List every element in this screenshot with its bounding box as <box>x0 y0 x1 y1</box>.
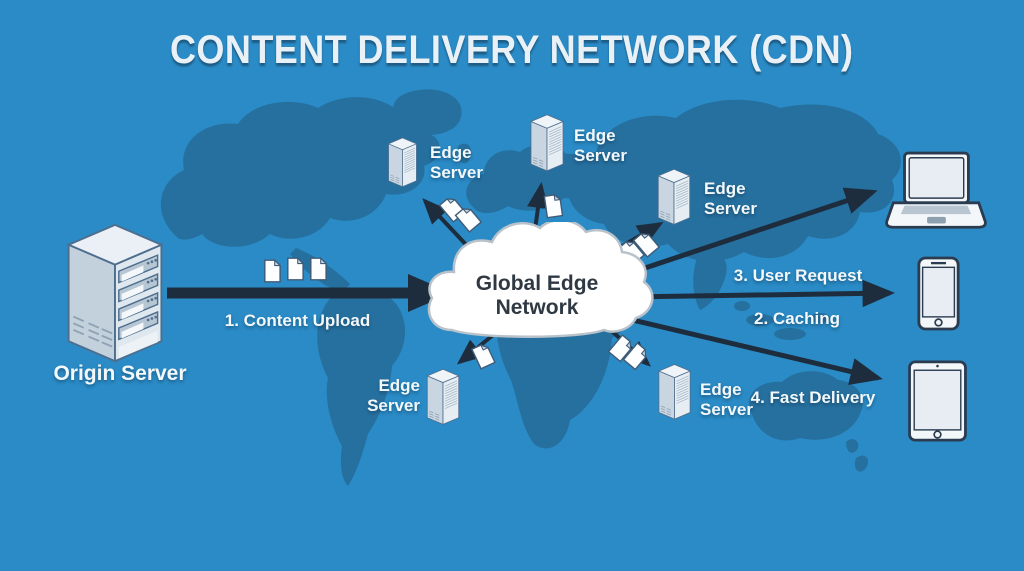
edge-server-label-top-center: Edge Server <box>574 126 627 166</box>
map-asia <box>562 99 901 262</box>
step-label-user-request: 3. User Request <box>733 266 863 285</box>
arrow-to-smartphone <box>625 279 895 308</box>
map-uk <box>457 143 472 164</box>
laptop-icon <box>885 151 987 229</box>
step-label-fast-delivery: 4. Fast Delivery <box>750 388 876 407</box>
tablet-icon <box>908 360 967 442</box>
edge-server-label-top-left: Edge Server <box>430 143 483 183</box>
map-south-america <box>317 288 406 486</box>
edge-server-label-top-right: Edge Server <box>704 179 757 219</box>
origin-server-icon <box>66 223 164 363</box>
step-label-content-upload: 1. Content Upload <box>224 311 371 330</box>
edge-server-icon-top-center <box>528 113 566 173</box>
document-icon <box>542 193 563 219</box>
edge-server-icon-bottom-right <box>656 362 693 422</box>
cloud-label: Global Edge Network <box>475 272 599 320</box>
map-island <box>734 301 750 311</box>
document-icon <box>286 257 304 281</box>
smartphone-icon <box>917 256 960 331</box>
step-label-caching: 2. Caching <box>754 309 840 328</box>
edge-server-icon-top-left <box>386 134 419 191</box>
edge-server-icon-top-right <box>655 168 693 226</box>
arrow-to-laptop <box>617 187 878 280</box>
global-edge-network-cloud <box>427 222 654 338</box>
map-island <box>810 313 830 323</box>
edge-server-label-bottom-left: Edge Server <box>367 376 420 416</box>
document-icon <box>309 257 327 281</box>
origin-server-label: Origin Server <box>53 362 187 385</box>
map-north-america <box>160 97 441 247</box>
document-icon <box>263 259 281 283</box>
map-new-zealand <box>846 439 869 472</box>
map-island <box>774 328 806 340</box>
map-australia <box>749 371 863 441</box>
page-title: CONTENT DELIVERY NETWORK (CDN) <box>170 28 854 72</box>
arrow-to-tablet <box>619 314 883 386</box>
arrow-to-edge-top-left <box>422 198 474 253</box>
edge-server-label-bottom-right: Edge Server <box>700 380 753 420</box>
edge-server-icon-bottom-left <box>424 368 462 426</box>
map-island <box>746 314 774 326</box>
